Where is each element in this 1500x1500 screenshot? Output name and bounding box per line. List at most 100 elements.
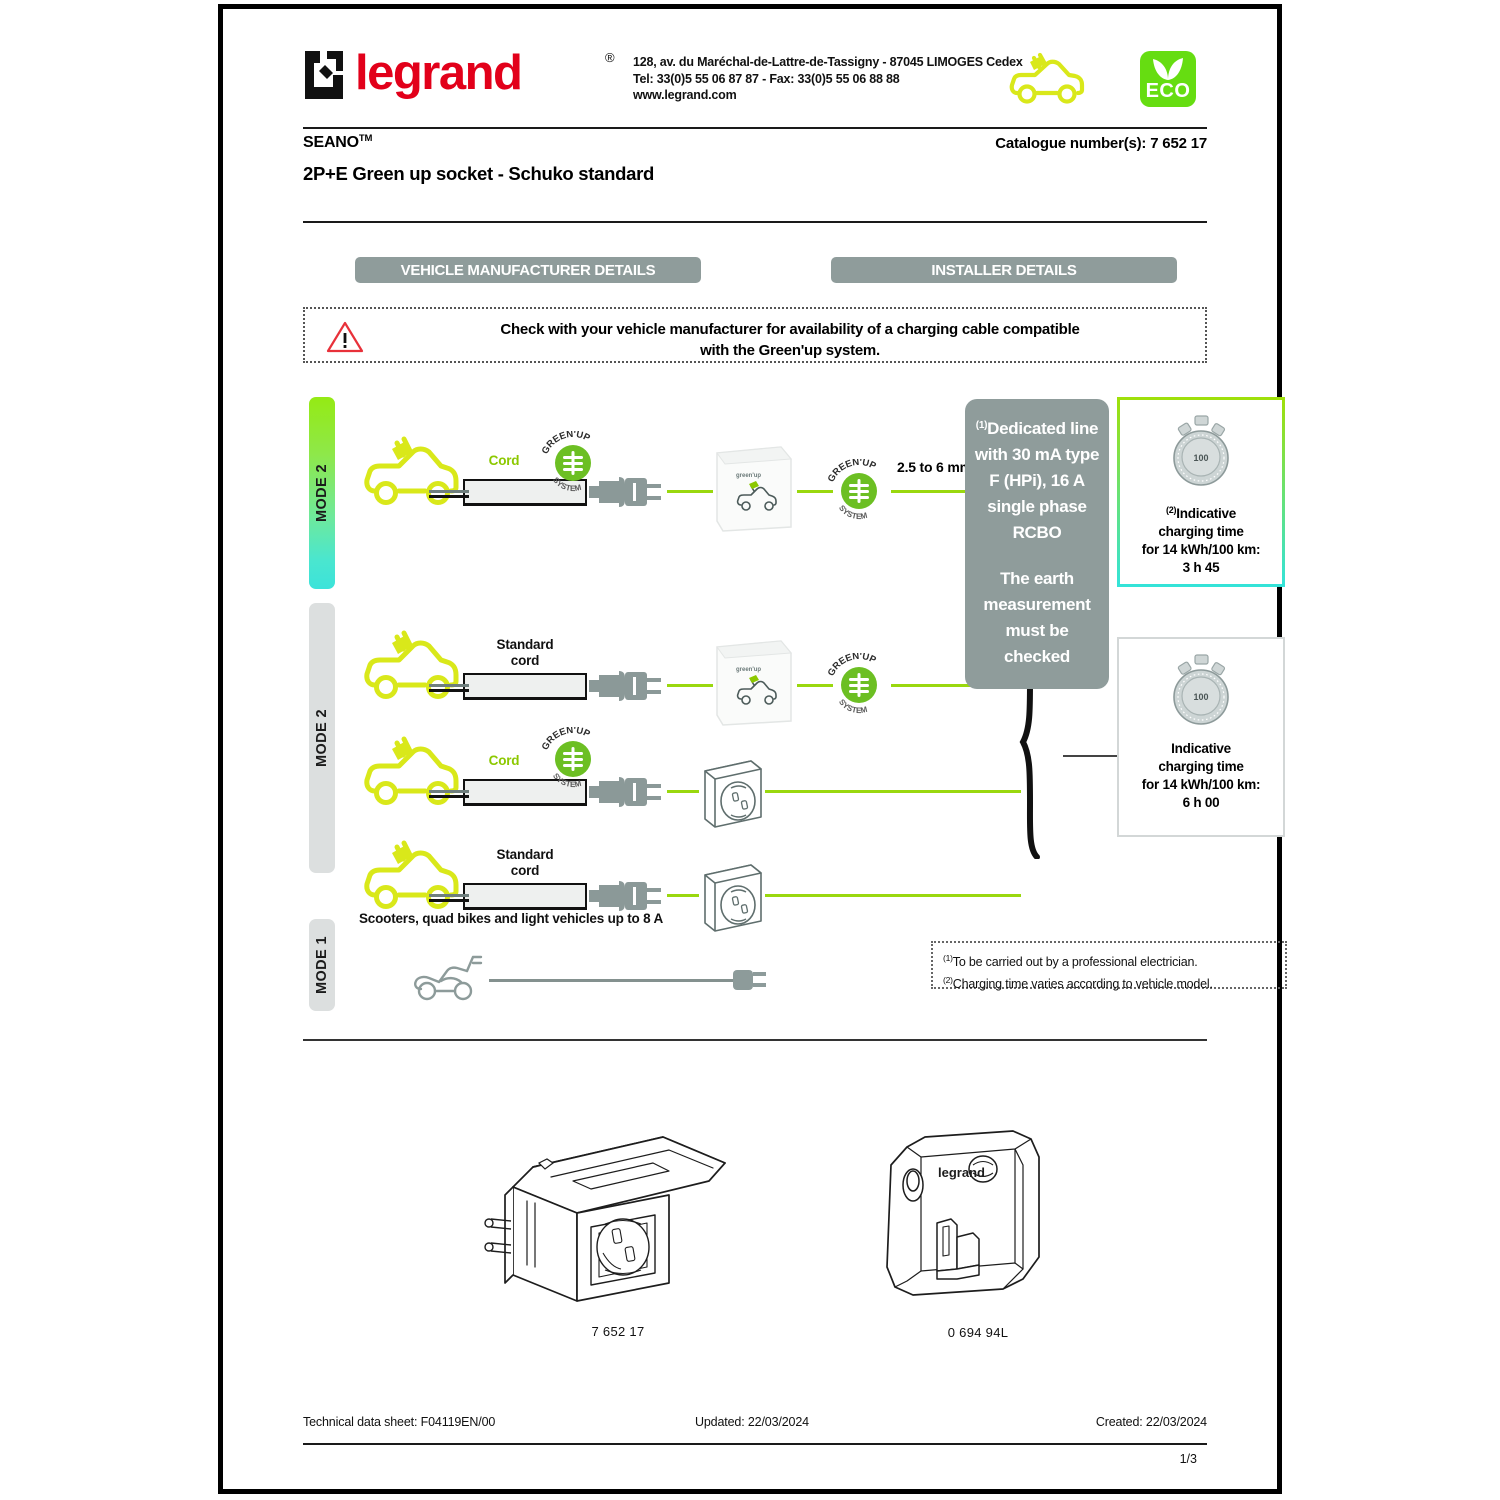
wire-to-bracket-row4 — [765, 894, 1021, 897]
car-cord-wire-dark — [429, 689, 469, 692]
wire-plug-to-socket — [667, 490, 713, 493]
product-family: SEANO — [303, 134, 359, 151]
banner-vehicle-manufacturer: VEHICLE MANUFACTURER DETAILS — [355, 257, 701, 283]
indicative-charging-time-box-standard: 100 Indicative charging time for 14 kWh/… — [1117, 637, 1285, 837]
page-footer: Technical data sheet: F04119EN/00 Update… — [303, 1415, 1207, 1437]
footnote-1-ref: (1) — [943, 953, 953, 963]
greybox-footnote-ref-1: (1) — [975, 420, 988, 431]
charging-plug-icon — [589, 879, 667, 918]
car-cord-wire — [429, 894, 469, 897]
greybox-para-1-text: Dedicated line with 30 mA type F (HPi), … — [974, 419, 1100, 542]
car-cord-wire — [429, 684, 469, 687]
car-cord-wire-dark — [429, 495, 469, 498]
diagram-row-mode2-standard-cord-greenup: Standard cord — [303, 611, 1207, 726]
cord-label-row2: Standard cord — [463, 637, 587, 669]
registered-mark: ® — [605, 50, 615, 65]
product-item-bracket-caption: 0 694 94L — [947, 1325, 1009, 1340]
greenup-system-badge-inline: GREEN'UP SYSTEM — [826, 651, 891, 717]
indicative-charging-time-box-greenup: 100 (2)Indicative charging time for 14 k… — [1117, 397, 1285, 587]
title-divider — [303, 221, 1207, 223]
cord-label-row4-line2: cord — [510, 863, 540, 878]
greenup-socket-product: green'up — [711, 443, 797, 540]
ev-car-outline-icon — [359, 627, 463, 706]
svg-text:green'up: green'up — [736, 473, 761, 479]
mode-tab-mode1: MODE 1 — [309, 919, 335, 1011]
catalogue-number: Catalogue number(s): 7 652 17 — [995, 135, 1207, 152]
document-page: legrand ® 128, av. du Maréchal-de-Lattre… — [218, 4, 1287, 1494]
cord-label-row1: Cord — [488, 453, 520, 468]
warning-line-1: Check with your vehicle manufacturer for… — [500, 321, 1080, 338]
timebox-2-text: Indicative charging time for 14 kWh/100 … — [1119, 740, 1283, 812]
eco-label: ECO — [1145, 80, 1191, 102]
ev-car-icon — [1003, 49, 1089, 109]
wire-plug-to-socket — [667, 790, 699, 793]
cord-label-row3: Cord — [488, 753, 520, 768]
wall-bracket-drawing: legrand — [886, 1130, 1040, 1296]
wire-to-panel-row1 — [891, 490, 1003, 493]
footnote-2: (2)Charging time varies according to veh… — [943, 971, 1275, 993]
charging-plug-icon — [589, 475, 667, 514]
scooter-icon — [411, 951, 501, 1008]
wire-to-bracket-row3 — [765, 790, 1021, 793]
legrand-logo-mark — [303, 49, 349, 101]
footer-updated: Updated: 22/03/2024 — [695, 1415, 809, 1429]
stopwatch-dial-value: 100 — [1193, 453, 1208, 463]
charging-modes-diagram: MODE 2 MODE 2 MODE 1 — [303, 389, 1287, 1029]
trademark-mark: TM — [358, 133, 373, 144]
charging-cord-box — [463, 779, 587, 805]
stopwatch-icon: 100 — [1119, 653, 1283, 732]
footnote-1-text: To be carried out by a professional elec… — [952, 955, 1198, 969]
page-header: legrand ® 128, av. du Maréchal-de-Lattre… — [303, 45, 1207, 119]
timebox-2-line-2: charging time — [1158, 759, 1244, 774]
car-cord-wire — [429, 490, 469, 493]
wire-to-bracket-row2 — [891, 684, 1021, 687]
mode1-plug-icon — [733, 965, 767, 1000]
timebox-1-text: (2)Indicative charging time for 14 kWh/1… — [1120, 501, 1282, 577]
timebox-1-line-1: (2)Indicative — [1120, 501, 1282, 523]
cord-label-row2-line1: Standard — [496, 637, 554, 652]
page-number: 1/3 — [1179, 1452, 1197, 1466]
page-title: SEANOTM — [303, 133, 1207, 152]
stopwatch-dial-value: 100 — [1193, 692, 1208, 702]
footnotes-box: (1)To be carried out by a professional e… — [931, 941, 1287, 991]
company-address: 128, av. du Maréchal-de-Lattre-de-Tassig… — [633, 54, 1023, 104]
ev-car-outline-icon — [359, 733, 463, 812]
warning-box: Check with your vehicle manufacturer for… — [303, 307, 1207, 363]
timebox-1-footnote-ref: (2) — [1165, 505, 1177, 515]
footer-created: Created: 22/03/2024 — [1095, 1415, 1207, 1429]
car-cord-wire-dark — [429, 795, 469, 798]
product-item-bracket: legrand 0 694 94L — [853, 1129, 1103, 1340]
greenup-socket-product: green'up — [711, 637, 797, 734]
diagram-row-mode2-greenup-cord: Cord GREEN'UP SYSTEM — [303, 417, 1207, 532]
product-name: 2P+E Green up socket - Schuko standard — [303, 163, 655, 184]
legrand-wordmark: legrand — [355, 46, 523, 100]
address-line-3: www.legrand.com — [633, 88, 737, 102]
diagram-row-mode2-greenup-cord-std-socket: Cord GREEN'UP SYSTEM — [303, 717, 1207, 828]
mode-tab-mode2-primary: MODE 2 — [309, 397, 335, 589]
standard-schuko-socket-icon — [695, 859, 767, 942]
footnote-2-ref: (2) — [943, 975, 953, 985]
wire-plug-to-socket — [667, 684, 713, 687]
ev-car-outline-icon — [359, 837, 463, 916]
greybox-para-2: The earth measurement must be checked — [983, 569, 1091, 666]
timebox-2-line-1: Indicative — [1171, 741, 1231, 756]
warning-triangle-icon — [325, 320, 365, 359]
dedicated-line-info-panel: (1)Dedicated line with 30 mA type F (HPi… — [965, 399, 1109, 689]
socket-with-flap-drawing — [484, 1136, 726, 1302]
car-cord-wire — [429, 790, 469, 793]
car-cord-wire-dark — [429, 899, 469, 902]
timebox-1-line-1-text: Indicative — [1176, 506, 1237, 521]
address-line-1: 128, av. du Maréchal-de-Lattre-de-Tassig… — [633, 55, 1023, 69]
warning-line-2: with the Green'up system. — [700, 342, 880, 359]
mode-tab-label-3: MODE 1 — [314, 936, 330, 994]
footnote-1: (1)To be carried out by a professional e… — [943, 949, 1275, 971]
timebox-2-line-3: for 14 kWh/100 km: — [1141, 777, 1261, 792]
svg-text:green'up: green'up — [736, 667, 761, 673]
greenup-system-badge-inline: GREEN'UP SYSTEM — [826, 457, 891, 523]
greenup-system-badge: GREEN'UP SYSTEM — [540, 429, 605, 495]
charging-plug-icon — [589, 669, 667, 708]
greenup-system-badge: GREEN'UP SYSTEM — [540, 725, 605, 791]
timebox-1-line-3: for 14 kWh/100 km: — [1141, 542, 1261, 557]
mode1-description: Scooters, quad bikes and light vehicles … — [359, 911, 664, 926]
bracket-legrand-logo: legrand — [938, 1165, 985, 1180]
